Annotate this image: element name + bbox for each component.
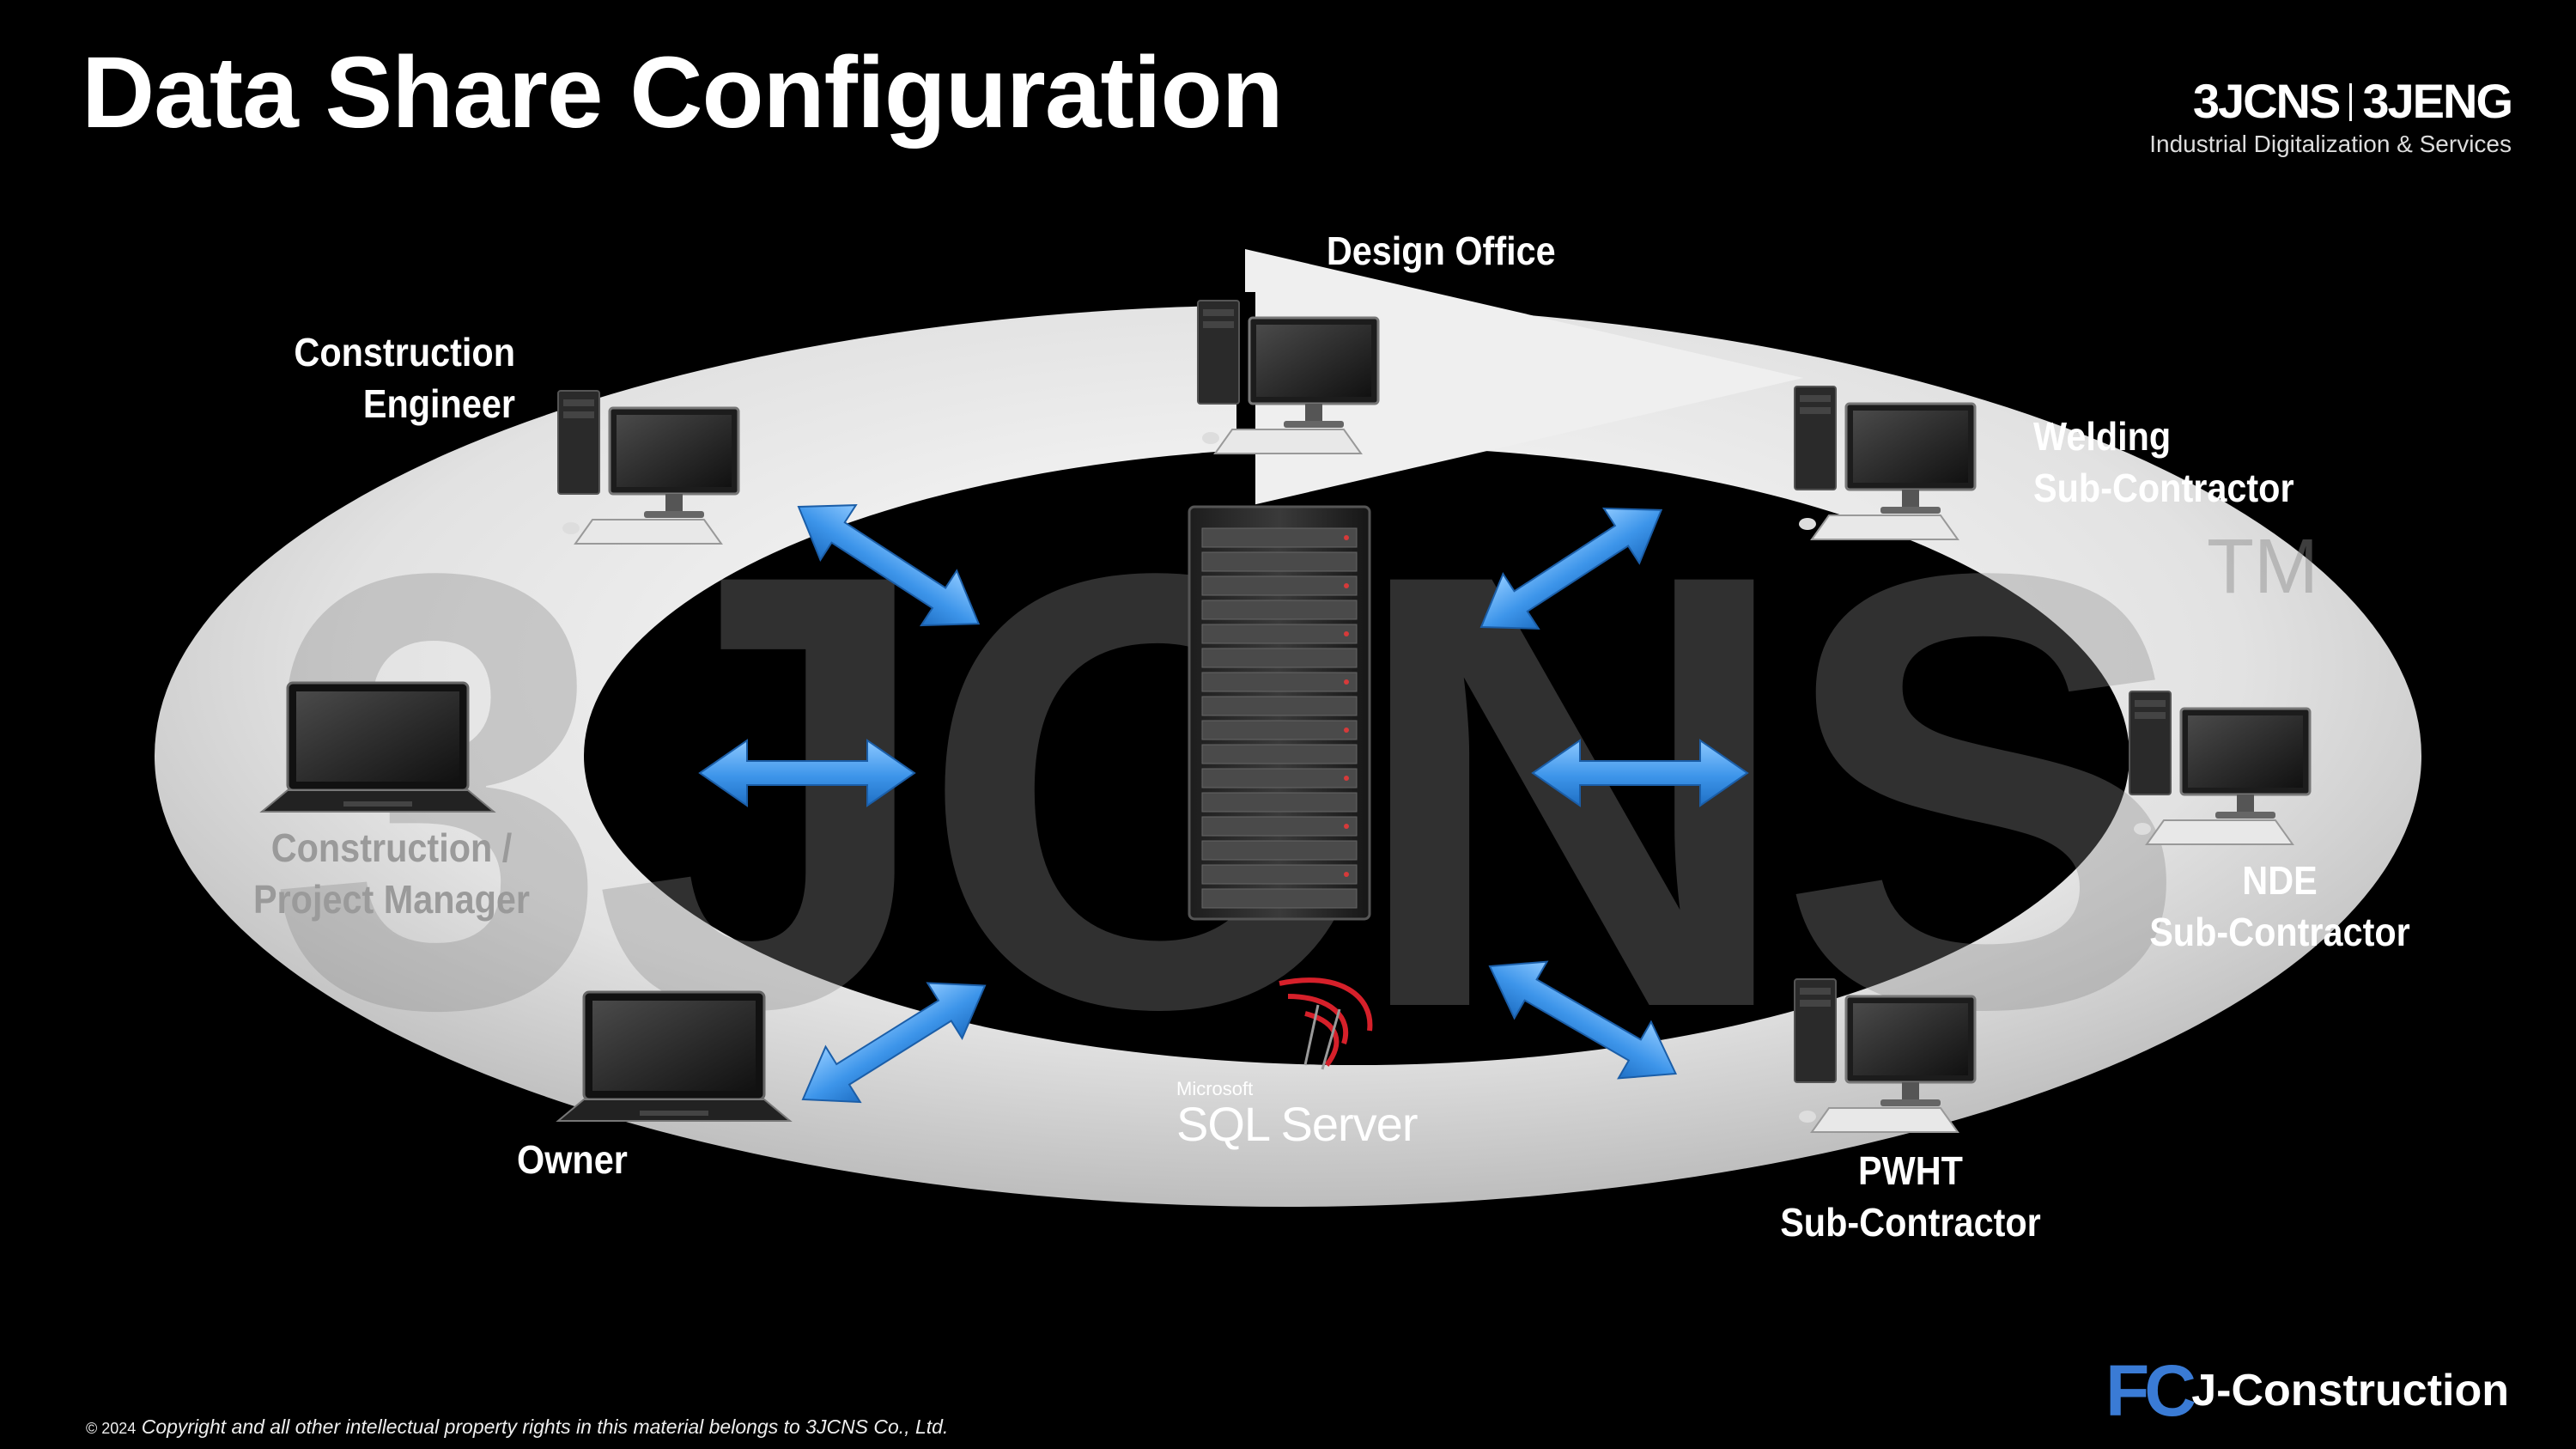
label-nde-subcontractor: NDE Sub-Contractor xyxy=(2149,858,2410,954)
label-pwht-subcontractor: PWHT Sub-Contractor xyxy=(1780,1148,2041,1245)
label-design-office: Design Office xyxy=(1326,228,1556,273)
watermark-tm: TM xyxy=(2207,524,2318,610)
label-welding-subcontractor: Welding Sub-Contractor xyxy=(2033,414,2294,510)
label-construction-engineer: Construction Engineer xyxy=(294,330,515,426)
label-construction-project-manager: Construction / Project Manager xyxy=(252,825,531,922)
product-brand: J-Construction xyxy=(2191,1365,2509,1416)
sql-server-vendor: Microsoft xyxy=(1176,1078,1254,1099)
owner-laptop-icon xyxy=(556,990,792,1123)
product-name: J-Construction xyxy=(2191,1366,2509,1416)
page-title: Data Share Configuration xyxy=(82,36,1284,149)
project-manager-laptop-icon xyxy=(260,681,495,813)
brand-tagline: Industrial Digitalization & Services xyxy=(2149,131,2512,157)
label-owner: Owner xyxy=(517,1137,628,1182)
sql-server-logo: Microsoft SQL Server xyxy=(1176,1078,1418,1151)
sql-server-product: SQL Server xyxy=(1176,1097,1418,1151)
footer-copyright: © 2024 Copyright and all other intellect… xyxy=(86,1416,949,1438)
server-rack xyxy=(1188,505,1371,921)
fc-logo-icon: FC xyxy=(2105,1350,2200,1431)
sql-server-swirl-icon xyxy=(1279,977,1373,1070)
svg-text:FC: FC xyxy=(2105,1350,2195,1431)
